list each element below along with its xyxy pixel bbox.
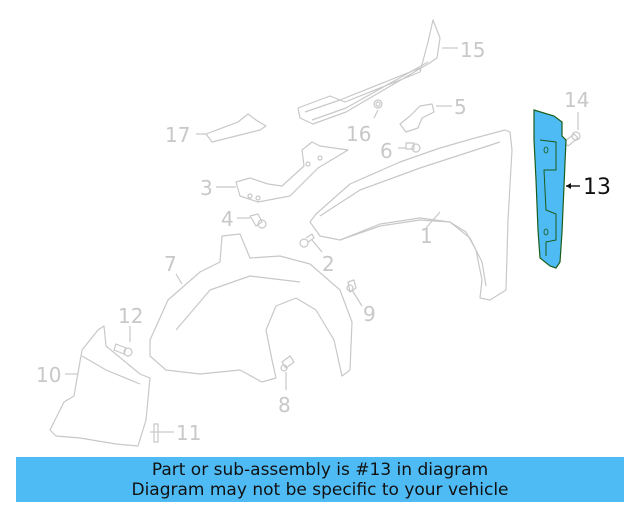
part-8-screw[interactable]	[280, 355, 295, 372]
callout-9: 9	[363, 302, 376, 326]
part-9-clip[interactable]	[346, 279, 357, 293]
part-13-rear-fender-seal[interactable]	[533, 109, 580, 269]
part-4-bolt[interactable]	[249, 213, 267, 229]
part-6-bolt[interactable]	[405, 142, 421, 153]
callout-16: 16	[346, 122, 372, 146]
callout-15: 15	[460, 38, 486, 62]
part-17-insulator[interactable]	[205, 113, 267, 143]
part-2-bolt[interactable]	[299, 233, 315, 248]
part-10-splash-shield[interactable]	[49, 325, 151, 447]
callout-17: 17	[165, 123, 191, 147]
banner-line-disclaimer: Diagram may not be specific to your vehi…	[131, 480, 509, 500]
part-1-fender[interactable]	[309, 129, 513, 301]
callout-4: 4	[221, 207, 234, 231]
callout-11: 11	[176, 421, 202, 445]
part-15-reinforcement[interactable]	[297, 19, 441, 125]
part-11-push-pin[interactable]	[150, 423, 162, 443]
callout-12: 12	[118, 304, 144, 328]
part-3-bracket[interactable]	[235, 141, 349, 203]
callout-5: 5	[454, 95, 467, 119]
callout-6: 6	[380, 139, 393, 163]
part-12-screw[interactable]	[113, 343, 133, 357]
part-14-screw[interactable]	[563, 131, 581, 147]
part-5-bracket[interactable]	[399, 103, 435, 133]
callout-10: 10	[36, 363, 62, 387]
part-16-nut[interactable]	[373, 99, 383, 109]
banner-line-part-number: Part or sub-assembly is #13 in diagram	[151, 460, 489, 480]
callout-14: 14	[564, 88, 590, 112]
callout-7: 7	[164, 252, 177, 276]
callout-3: 3	[200, 176, 213, 200]
part-7-fender-liner[interactable]	[149, 233, 353, 383]
callout-2: 2	[322, 252, 335, 276]
callout-13-highlighted: 13	[583, 175, 611, 200]
callout-1: 1	[420, 224, 433, 248]
callout-8: 8	[278, 393, 291, 417]
info-banner: Part or sub-assembly is #13 in diagram D…	[16, 457, 624, 502]
